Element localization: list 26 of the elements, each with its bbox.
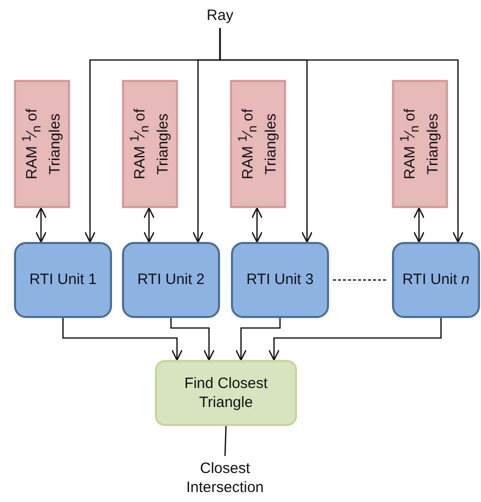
process-box bbox=[155, 360, 297, 426]
text-label: Closest Intersection bbox=[185, 458, 265, 498]
node-label: RTI Unit 3 bbox=[246, 270, 314, 290]
node-label: RTI Unit n bbox=[402, 270, 470, 290]
memory-box bbox=[392, 80, 448, 208]
arrow bbox=[170, 318, 215, 361]
memory-box bbox=[122, 80, 178, 208]
process-box bbox=[231, 242, 329, 318]
arrow bbox=[251, 207, 263, 243]
memory-box bbox=[14, 242, 112, 318]
arrow bbox=[35, 207, 47, 243]
arrow bbox=[235, 318, 281, 361]
arrow bbox=[413, 207, 425, 243]
arrow bbox=[143, 207, 155, 243]
text-label: Ray bbox=[206, 6, 234, 26]
node-label: RTI Unit 1 bbox=[29, 270, 97, 290]
process-box bbox=[392, 242, 480, 318]
node-label: Find Closest Triangle bbox=[183, 374, 269, 412]
memory-box bbox=[230, 80, 286, 208]
node-label: RTI Unit 2 bbox=[137, 270, 205, 290]
text-label bbox=[14, 80, 70, 208]
process-box bbox=[122, 242, 220, 318]
arrow bbox=[62, 318, 183, 361]
arrow bbox=[268, 318, 442, 361]
arrow bbox=[219, 28, 464, 243]
dashed-connector bbox=[333, 279, 388, 281]
